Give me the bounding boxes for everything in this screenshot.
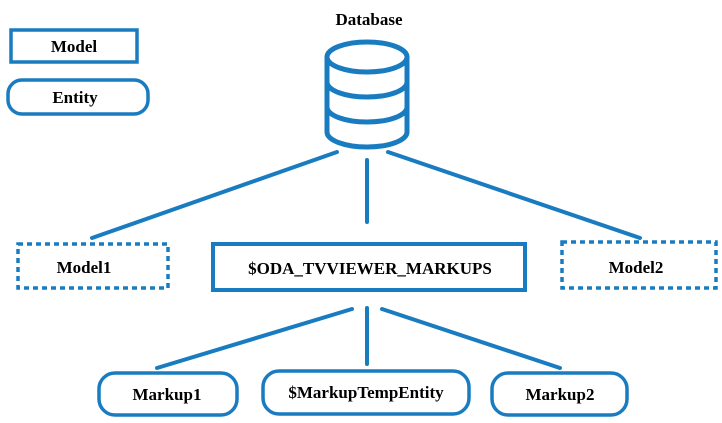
legend-model-label: Model [51, 37, 98, 56]
markup1-entity[interactable] [97, 371, 239, 417]
model1-box[interactable] [16, 242, 170, 290]
legend-entity-box [6, 78, 150, 116]
model2-label: Model2 [609, 258, 664, 277]
database-label: Database [335, 10, 403, 29]
markups-connectors [155, 306, 562, 370]
connector-markups-markup2 [380, 307, 562, 370]
database-connectors [90, 150, 642, 240]
model1-label: Model1 [57, 258, 112, 277]
connector-database-model2 [386, 150, 642, 240]
legend-entity-label: Entity [52, 88, 98, 107]
markup2-entity[interactable] [490, 371, 629, 417]
markups-model-label: $ODA_TVVIEWER_MARKUPS [248, 259, 492, 278]
connector-markups-markup1 [155, 307, 354, 370]
markup1-label: Markup1 [133, 385, 202, 404]
legend-model-box [9, 28, 139, 64]
model2-box[interactable] [560, 240, 718, 290]
temp-entity[interactable] [261, 369, 471, 416]
database-cylinder-icon [324, 39, 410, 150]
connector-database-model1 [90, 150, 339, 240]
markups-model-box[interactable] [211, 242, 527, 292]
markup2-label: Markup2 [526, 385, 595, 404]
temp-entity-label: $MarkupTempEntity [288, 383, 444, 402]
